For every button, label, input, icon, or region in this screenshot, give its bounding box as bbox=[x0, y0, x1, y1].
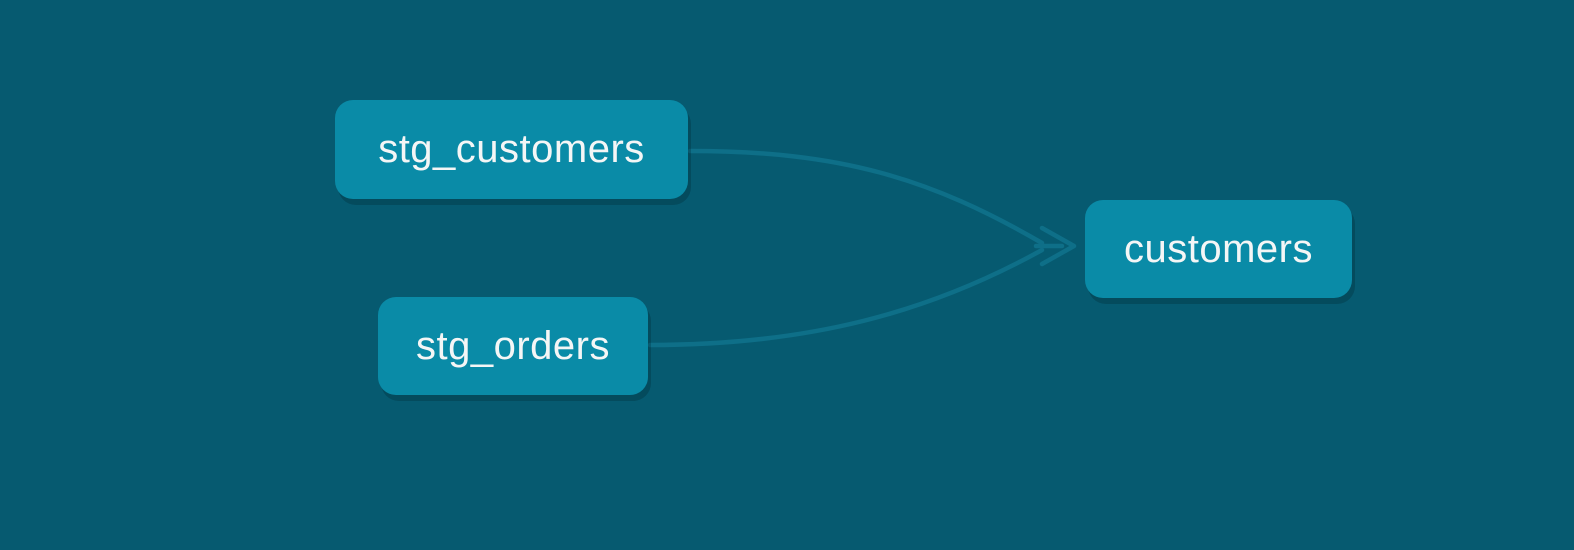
edge-stg-customers-to-customers bbox=[687, 148, 1045, 246]
node-stg-customers[interactable]: stg_customers bbox=[335, 100, 688, 199]
node-stg-orders-label: stg_orders bbox=[416, 323, 610, 368]
node-stg-orders[interactable]: stg_orders bbox=[378, 297, 648, 395]
node-customers-label: customers bbox=[1124, 226, 1313, 271]
node-customers[interactable]: customers bbox=[1085, 200, 1352, 298]
edge-stg-orders-to-customers bbox=[647, 247, 1045, 348]
arrowhead-icon bbox=[1039, 225, 1077, 267]
node-stg-customers-label: stg_customers bbox=[378, 127, 645, 171]
